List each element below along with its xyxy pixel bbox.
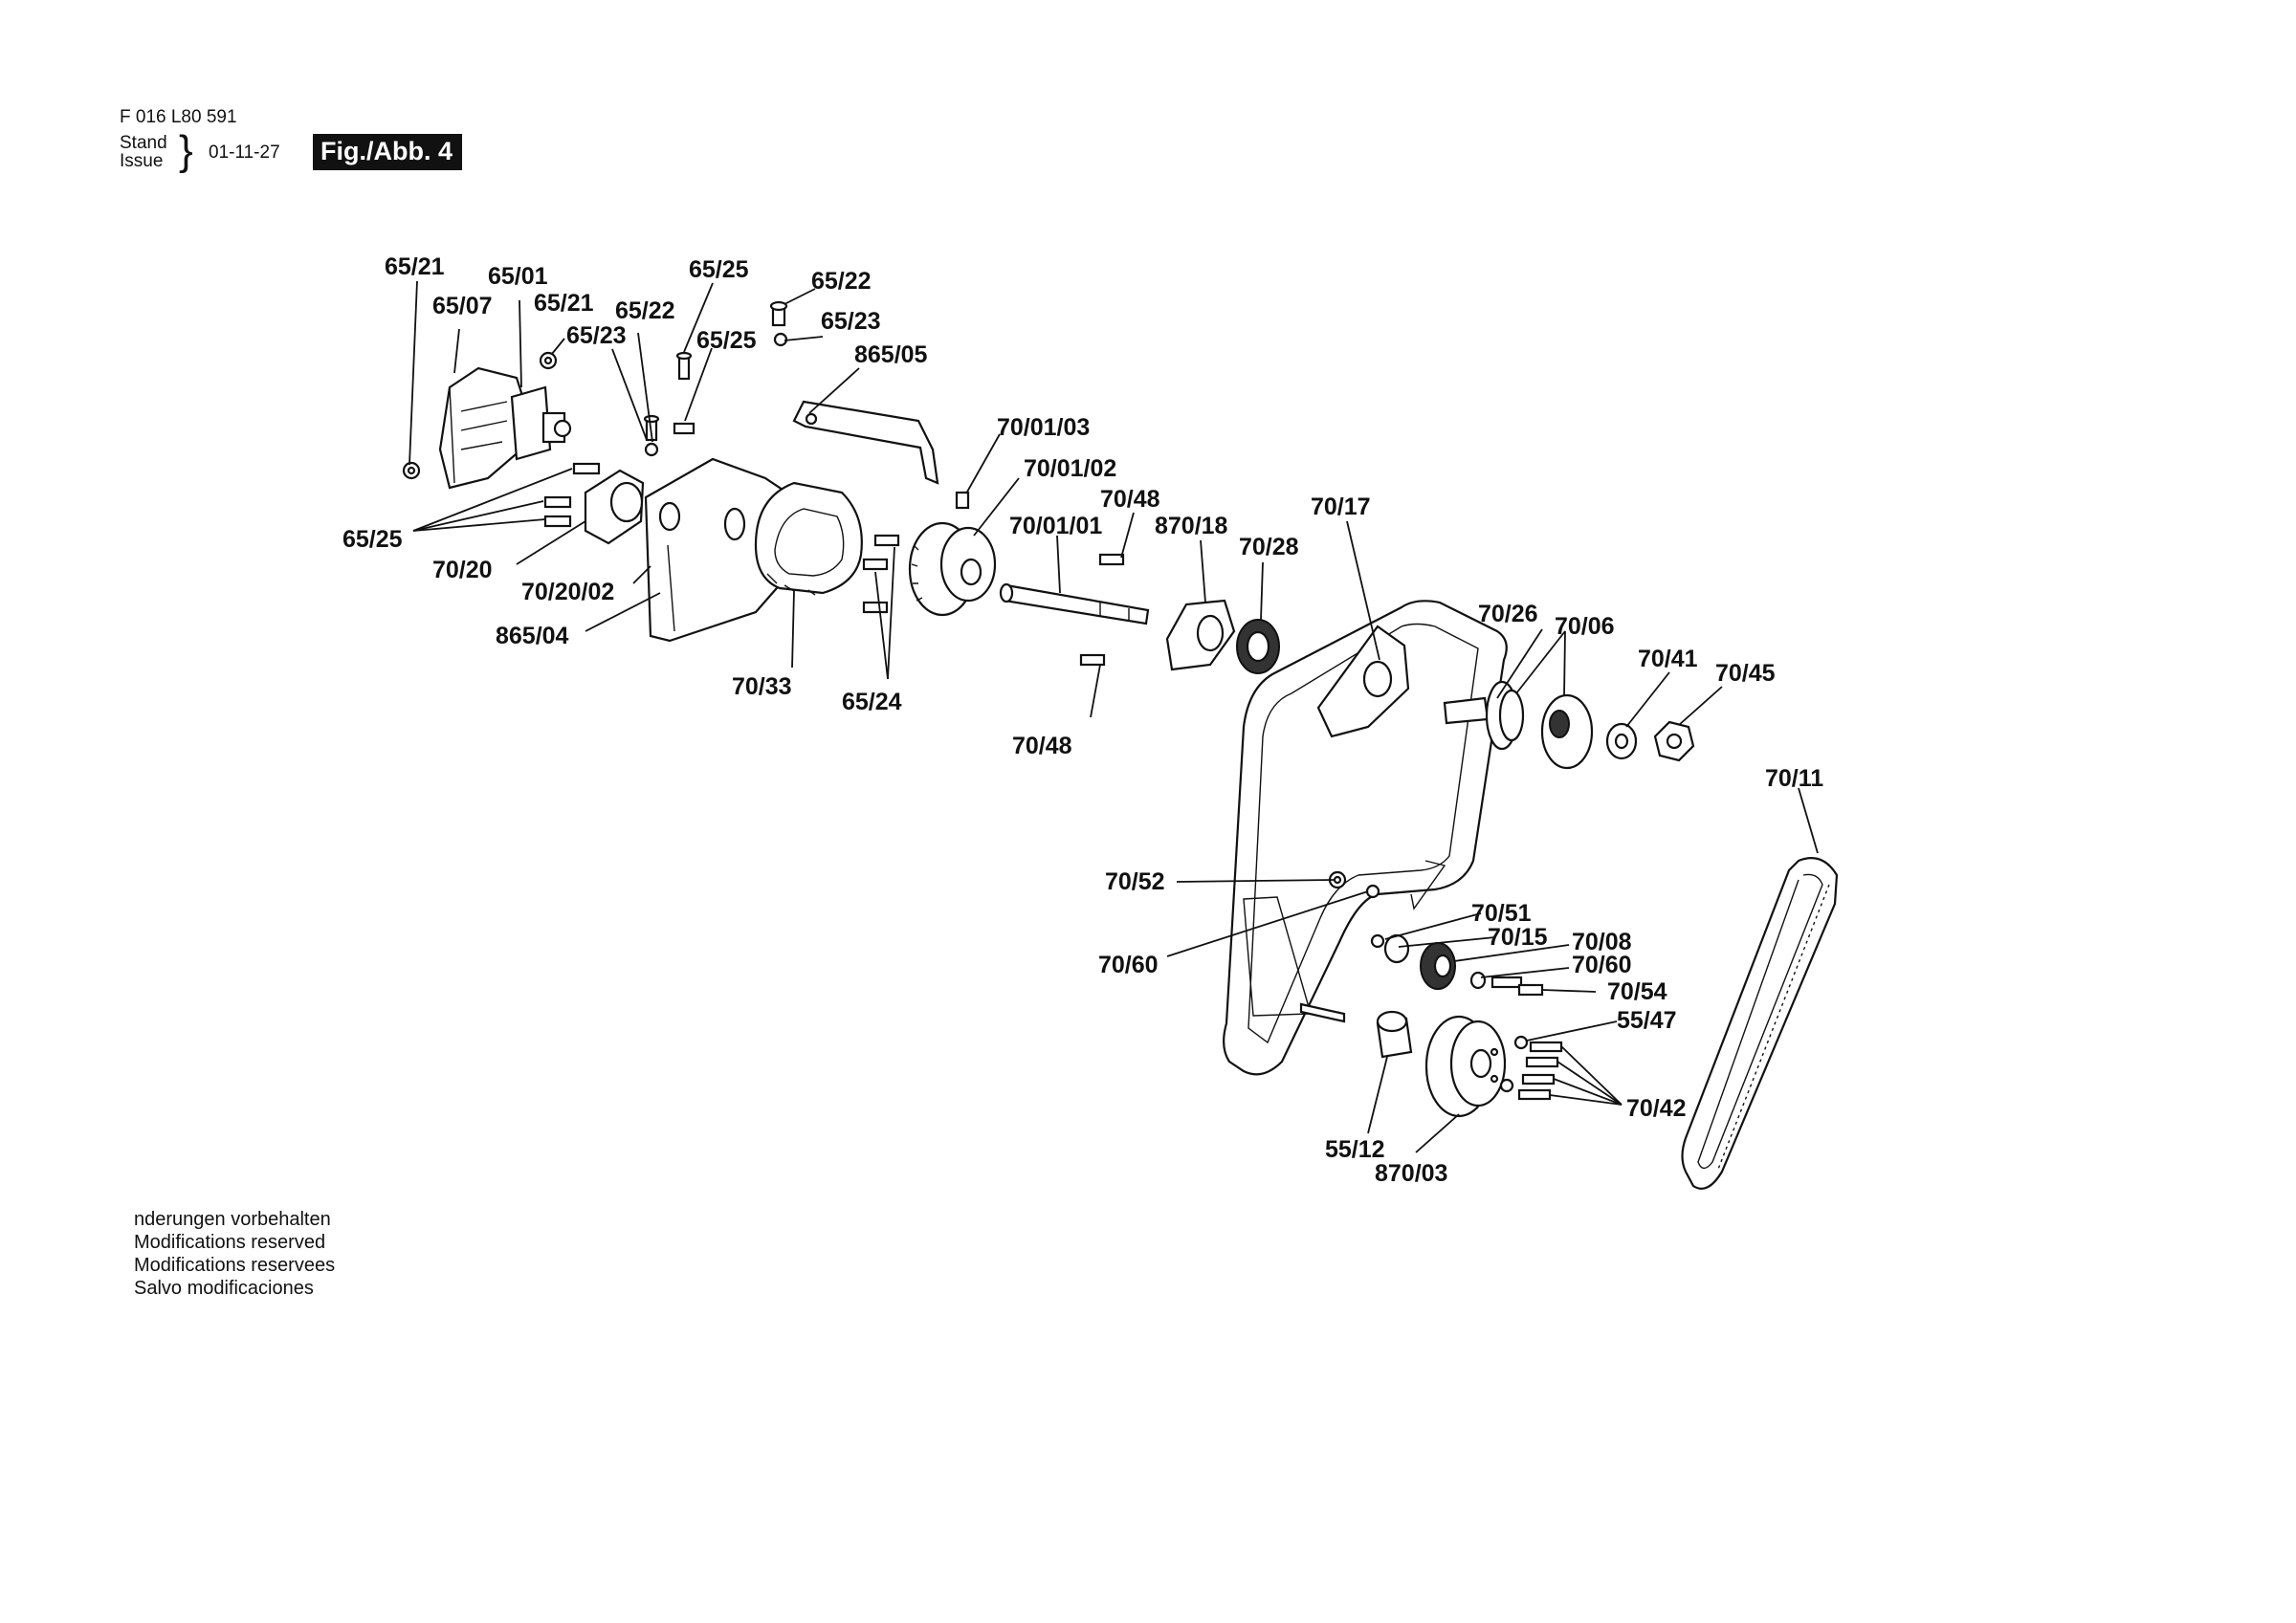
issue-label: Issue [120,151,164,171]
callout-label: 65/21 [385,253,445,280]
callout-label: 70/48 [1012,733,1072,759]
callout-label: 65/01 [488,263,548,290]
callout-label: 65/23 [821,308,881,335]
callout-label: 70/15 [1488,924,1548,951]
hex-nut-part [1653,720,1695,762]
callout-label: 70/17 [1311,493,1371,520]
belt-cover-part [1223,600,1508,1076]
callout-label: 70/26 [1478,601,1538,627]
callout-labels: 65/21 65/01 65/07 65/21 65/23 65/22 65/2… [342,253,1823,1187]
footer-line: Modifications reserved [134,1232,326,1253]
callout-label: 70/41 [1638,646,1698,672]
bearing-housing-part [1165,599,1236,671]
callout-label: 70/28 [1239,534,1299,560]
callout-label: 70/52 [1105,868,1165,895]
callout-label: 65/24 [842,689,902,715]
callout-label: 70/42 [1626,1095,1687,1122]
stand-issue-label: Stand Issue [120,134,167,170]
callout-label: 865/04 [496,623,569,649]
callout-label: 870/03 [1375,1160,1447,1187]
callout-label: 65/21 [534,290,594,317]
footer-line: Salvo modificaciones [134,1278,314,1299]
issue-date: 01-11-27 [209,143,280,163]
callout-label: 70/60 [1098,952,1159,978]
idler-roller-part [1420,942,1544,997]
callout-label: 65/22 [811,268,872,295]
washer-part [1605,722,1638,760]
callout-label: 70/20/02 [521,579,614,605]
toothed-pulley-part [908,491,997,617]
stand-label: Stand [120,133,167,153]
doc-number: F 016 L80 591 [120,107,237,127]
footer-line: Modifications reservees [134,1255,336,1276]
nut-part [402,351,558,480]
callout-label: 65/07 [432,293,493,319]
footer-line: nderungen vorbehalten [134,1209,331,1230]
callout-label: 65/23 [566,322,627,349]
leader-lines [408,280,1819,1153]
callout-label: 70/60 [1572,952,1632,978]
header: F 016 L80 591 Stand Issue } 01-11-27 Fig… [120,107,521,184]
callout-label: 70/48 [1100,486,1160,513]
motor-housing-part [438,366,572,490]
screw-set-parts [1499,1035,1563,1101]
small-fastener-parts [1299,870,1410,1023]
side-plate-part [644,457,796,643]
callout-label: 65/25 [696,327,757,354]
toothed-belt-part [754,481,863,596]
callout-label: 70/01/03 [997,414,1090,441]
callout-label: 70/20 [432,557,493,583]
callout-label: 70/01/02 [1024,455,1116,482]
callout-label: 70/54 [1607,978,1667,1005]
figure-badge: Fig./Abb. 4 [313,134,462,170]
tension-pulley-part [1443,680,1594,770]
callout-label: 865/05 [854,341,928,368]
shaft-part [999,582,1150,625]
callout-label: 70/08 [1572,929,1632,955]
spacer-part [1376,1010,1413,1059]
callout-label: 70/51 [1471,900,1532,927]
callout-label: 55/12 [1325,1136,1385,1163]
callout-label: 70/33 [732,673,792,700]
callout-label: 70/45 [1715,660,1776,687]
v-belt-part [1681,857,1839,1190]
callout-label: 55/47 [1617,1007,1677,1034]
callout-label: 70/11 [1765,765,1823,792]
footer-disclaimer: nderungen vorbehalten Modifications rese… [134,1208,517,1300]
callout-label: 70/06 [1555,613,1615,640]
bearing-part [1236,619,1280,674]
brace-icon: } [179,127,193,174]
callout-label: 65/25 [689,256,749,283]
flange-part [584,469,645,545]
callout-label: 870/18 [1155,513,1228,539]
callout-label: 65/22 [615,297,675,324]
bracket-part [792,400,939,485]
callout-label: 70/01/01 [1009,513,1102,539]
callout-label: 65/25 [342,526,403,553]
drive-pulley-part [1424,1015,1507,1118]
